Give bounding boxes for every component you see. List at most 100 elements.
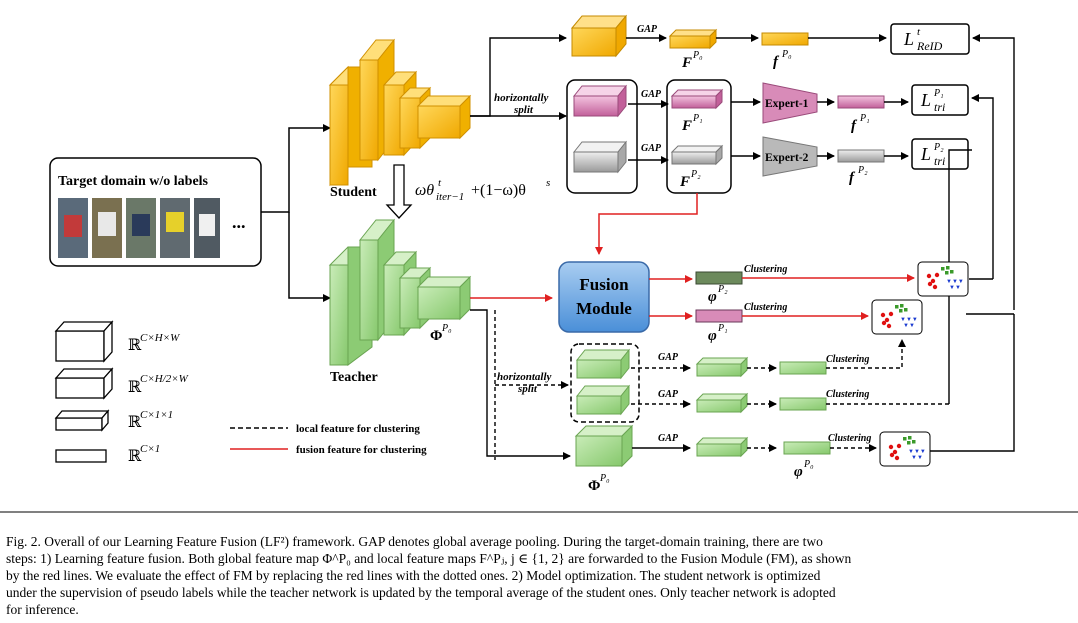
input-title: Target domain w/o labels — [58, 174, 209, 189]
svg-text:ℝ: ℝ — [128, 379, 142, 396]
split-label-bottom: horizontally — [497, 371, 552, 383]
svg-text:P₀: P₀ — [692, 50, 703, 61]
F-P0-label: F P₀ — [681, 50, 703, 71]
legend-shape-4 — [55, 449, 107, 463]
svg-text:F: F — [681, 118, 692, 134]
legend-text-1: ℝ C×H×W — [128, 332, 180, 354]
fusion-label-2: Module — [576, 299, 632, 318]
svg-text:φ: φ — [708, 289, 717, 305]
teacher-vec-1 — [779, 361, 827, 375]
teacher-vec-2 — [779, 397, 827, 411]
student-part2-map — [572, 140, 628, 174]
dotted-cluster-1 — [826, 339, 906, 369]
fusion-label-1: Fusion — [579, 275, 629, 294]
svg-text:P₀: P₀ — [441, 323, 452, 334]
svg-text:P₁: P₁ — [717, 323, 728, 334]
svg-text:+(1−ω)θ: +(1−ω)θ — [471, 182, 526, 199]
svg-text:▼▼▼: ▼▼▼ — [908, 449, 926, 455]
teacher-pooled-2 — [695, 392, 749, 414]
teacher-split-group — [570, 343, 640, 423]
expert2-label: Expert-2 — [765, 152, 809, 164]
legend-text-4: ℝ C×1 — [128, 443, 160, 465]
split-label-bottom-2: split — [517, 383, 538, 395]
svg-text:▼▼: ▼▼ — [903, 323, 915, 329]
student-split-group — [566, 79, 638, 194]
clustering-label-2: Clustering — [744, 302, 787, 313]
svg-text:C×1×1: C×1×1 — [140, 409, 173, 421]
svg-text:f: f — [851, 118, 858, 134]
F-P2-cube — [670, 144, 724, 166]
svg-text:P₁: P₁ — [933, 88, 944, 99]
input-panel: Target domain w/o labels ... — [49, 157, 262, 267]
clustering-label-5: Clustering — [828, 433, 871, 444]
clustering-label-1: Clustering — [744, 264, 787, 275]
legend-text-3: ℝ C×1×1 — [128, 409, 173, 431]
expert2-block — [762, 136, 818, 177]
svg-text:P₁: P₁ — [692, 113, 703, 124]
caption-line-4: under the supervision of pseudo labels w… — [6, 585, 836, 600]
F-P1-label: F P₁ — [681, 113, 703, 134]
phi-P0-vector — [783, 441, 831, 455]
svg-text:▼▼: ▼▼ — [949, 285, 961, 291]
legend-shape-1 — [54, 320, 114, 363]
svg-text:P₂: P₂ — [857, 165, 868, 176]
Phi-P0-teacher-label: Φ P₀ — [430, 323, 452, 344]
ellipsis: ... — [232, 212, 246, 232]
svg-text:P₀: P₀ — [781, 49, 792, 60]
svg-text:▼▼▼: ▼▼▼ — [946, 279, 964, 285]
svg-text:C×H/2×W: C×H/2×W — [140, 373, 189, 385]
expert1-block — [762, 82, 818, 124]
f-P2-vector — [837, 149, 885, 163]
split-label-top-2: split — [513, 104, 534, 116]
phi-P1-label: φ P₁ — [708, 323, 728, 344]
svg-text:ℝ: ℝ — [128, 337, 142, 354]
caption-line-5: for inference. — [6, 602, 79, 617]
svg-text:tri: tri — [934, 100, 945, 114]
svg-text:f: f — [773, 54, 780, 70]
red-line-local-fusion — [595, 193, 698, 255]
loss-reid-label: L t ReID — [903, 26, 943, 53]
F-P0-cube — [668, 28, 718, 50]
Phi-P0-bottom-label: Φ P₀ — [588, 473, 610, 494]
clustering-label-4: Clustering — [826, 389, 869, 400]
svg-text:f: f — [849, 170, 856, 186]
svg-text:F: F — [681, 55, 692, 71]
gap-label-2: GAP — [641, 143, 662, 154]
svg-text:P₂: P₂ — [933, 142, 944, 153]
svg-text:P₀: P₀ — [599, 473, 610, 484]
phi-P1-vector — [695, 309, 743, 323]
svg-text:φ: φ — [794, 464, 803, 480]
gap-label-3: GAP — [658, 352, 679, 363]
feedback-global — [930, 314, 1015, 452]
svg-text:ℝ: ℝ — [128, 414, 142, 431]
svg-text:L: L — [903, 29, 914, 49]
svg-text:P₁: P₁ — [859, 113, 870, 124]
legend-text-2: ℝ C×H/2×W — [128, 373, 189, 396]
loss-tri1-label: L P₁ tri — [920, 88, 945, 114]
f-P1-vector — [837, 95, 885, 109]
fusion-module — [558, 261, 650, 333]
svg-text:Φ: Φ — [588, 478, 600, 494]
svg-text:t: t — [917, 26, 921, 38]
gap-label-5: GAP — [658, 433, 679, 444]
loss-tri2-label: L P₂ tri — [920, 142, 945, 168]
teacher-pooled-global — [695, 436, 749, 458]
cluster-result-2: ▼▼▼▼▼ — [871, 299, 923, 335]
feedback-reid — [972, 34, 1015, 310]
teacher-part2-map — [575, 384, 631, 416]
svg-text:L: L — [920, 144, 931, 164]
arrow-teacher-global — [470, 309, 571, 460]
split-label-top: horizontally — [494, 92, 549, 104]
legend-shape-3 — [54, 409, 110, 432]
feedback-tri2 — [948, 149, 972, 404]
svg-text:t: t — [438, 177, 442, 189]
ema-formula: ωθ t iter−1 +(1−ω)θ s — [415, 177, 550, 203]
phi-P2-vector — [695, 271, 743, 285]
svg-text:s: s — [546, 177, 550, 189]
f-P0-vector — [761, 32, 809, 46]
feedback-tri1 — [971, 94, 994, 279]
legend-shape-2 — [54, 367, 114, 400]
F-P1-cube — [670, 88, 724, 110]
person-images — [58, 198, 220, 258]
F-P2-label: F P₂ — [679, 169, 701, 190]
